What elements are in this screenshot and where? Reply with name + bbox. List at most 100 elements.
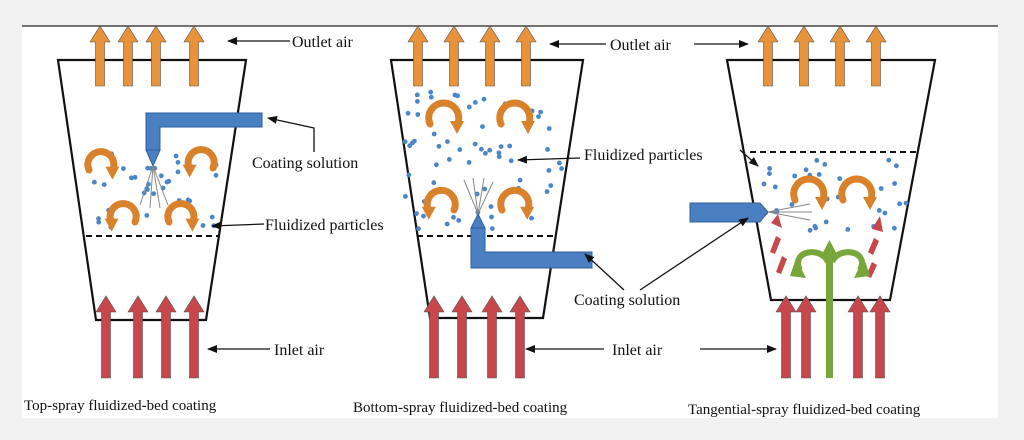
circulation-arrow-head: [421, 206, 436, 220]
bottom-spray-vessel: [389, 58, 585, 320]
inlet-air-arrow: [509, 295, 531, 379]
inlet-air-arrow: [451, 295, 473, 379]
particle: [480, 124, 485, 129]
particle: [814, 158, 820, 163]
particle: [402, 139, 408, 145]
particle: [886, 157, 892, 163]
canvas-background: [22, 26, 998, 418]
particle: [545, 147, 550, 152]
outlet-air-arrow: [793, 25, 815, 87]
particle: [414, 92, 420, 98]
particle: [548, 183, 554, 189]
particle: [457, 147, 463, 153]
outlet-air-arrow: [145, 25, 167, 87]
outlet-air-arrow: [117, 25, 139, 87]
particle: [496, 154, 502, 160]
pointer-lines: [207, 37, 777, 353]
outlet-air-arrow: [183, 25, 205, 87]
particle: [446, 157, 452, 162]
inlet-air-label-2: Inlet air: [612, 342, 663, 359]
particle: [803, 167, 809, 173]
top-spray-nozzle: [139, 112, 263, 209]
tangential-spray-nozzle: [689, 202, 812, 223]
circulation-arrow: [106, 200, 140, 227]
fluidized-particles-label-2: Fluidized particles: [584, 147, 703, 164]
inlet-air-arrow: [183, 295, 205, 379]
circulation-arrow-head: [520, 206, 535, 220]
particle: [767, 166, 772, 171]
particle: [544, 189, 550, 195]
fluidized-particles-label-1: Fluidized particles: [265, 217, 384, 234]
bottom-spray-caption: Bottom-spray fluidized-bed coating: [353, 400, 568, 416]
particle: [482, 186, 487, 192]
coating-solution-label-2: Coating solution: [574, 292, 680, 309]
circulation-arrow-head: [815, 197, 829, 210]
particle: [474, 191, 480, 197]
coating-solution-label-1: Coating solution: [252, 155, 358, 172]
particle: [894, 163, 899, 169]
particle: [129, 175, 134, 181]
particle: [213, 172, 219, 178]
top-spray-vessel: [56, 58, 248, 322]
circulation-arrow: [496, 99, 534, 129]
particle: [546, 126, 552, 131]
inlet-air-arrow: [869, 295, 891, 379]
particle: [96, 219, 102, 225]
particle: [431, 131, 437, 137]
particle: [466, 104, 472, 110]
particle: [876, 208, 882, 213]
particle: [481, 96, 487, 102]
particle: [445, 139, 450, 145]
particle: [496, 150, 502, 156]
inlet-arrows: [95, 295, 891, 379]
particle: [173, 153, 179, 159]
top-spray-caption: Top-spray fluidized-bed coating: [24, 398, 217, 414]
particle: [407, 143, 413, 149]
particle: [488, 204, 494, 210]
outlet-arrows: [89, 25, 887, 87]
particle: [132, 174, 138, 180]
particle: [175, 169, 181, 175]
particle: [451, 214, 456, 220]
particle: [816, 172, 822, 177]
particle: [472, 141, 478, 147]
inlet-air-arrow: [423, 295, 445, 379]
circulation-arrow-head: [105, 166, 120, 180]
circulation-arrow-head: [104, 218, 119, 232]
particle: [761, 181, 767, 187]
particle: [472, 100, 478, 105]
particle: [507, 143, 513, 149]
particle: [508, 158, 514, 164]
inlet-air-label-1: Inlet air: [274, 342, 325, 359]
particle: [466, 160, 472, 165]
particle: [200, 223, 206, 228]
particle: [892, 181, 897, 186]
outlet-air-arrow: [443, 25, 465, 87]
particle: [487, 147, 492, 153]
particle: [529, 215, 534, 221]
particle: [767, 171, 772, 177]
circulation-arrow: [790, 175, 828, 205]
circulation-arrow: [84, 148, 118, 175]
particle: [456, 218, 462, 223]
particle: [415, 112, 421, 117]
particle: [823, 219, 829, 225]
particle: [455, 93, 460, 99]
particle: [431, 180, 437, 186]
particle: [405, 110, 411, 116]
particle: [209, 214, 215, 220]
particle: [101, 182, 107, 188]
particle: [403, 194, 408, 199]
circulation-arrow: [425, 99, 463, 129]
particle: [428, 94, 434, 100]
particle: [166, 178, 172, 184]
particle: [444, 221, 450, 227]
circulation-arrow: [423, 186, 459, 215]
outlet-air-arrow: [89, 25, 111, 87]
particle: [416, 226, 421, 232]
particle: [536, 114, 541, 119]
particle: [479, 146, 484, 152]
particle: [414, 211, 419, 217]
particle: [498, 144, 504, 150]
outlet-air-arrow: [515, 25, 537, 87]
